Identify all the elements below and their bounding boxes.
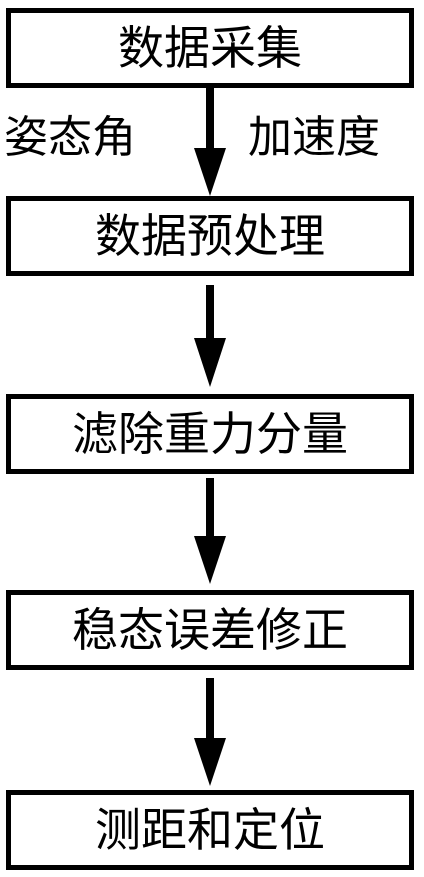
step-data-collection: 数据采集: [6, 8, 414, 88]
arrowhead-1: [194, 148, 226, 196]
input-label-attitude: 姿态角: [4, 112, 136, 163]
arrowhead-3: [194, 536, 226, 584]
arrowhead-4: [194, 738, 226, 786]
step-ranging-positioning: 测距和定位: [6, 790, 414, 870]
step-steady-state-correction: 稳态误差修正: [6, 590, 414, 670]
step-gravity-removal: 滤除重力分量: [6, 394, 414, 474]
step-label: 稳态误差修正: [72, 603, 348, 657]
arrowhead-2: [194, 338, 226, 387]
step-label: 测距和定位: [95, 803, 325, 857]
step-label: 数据预处理: [95, 209, 325, 263]
input-label-acceleration: 加速度: [248, 112, 380, 163]
step-label: 滤除重力分量: [72, 407, 348, 461]
step-data-preprocessing: 数据预处理: [6, 196, 414, 276]
step-label: 数据采集: [118, 21, 302, 75]
